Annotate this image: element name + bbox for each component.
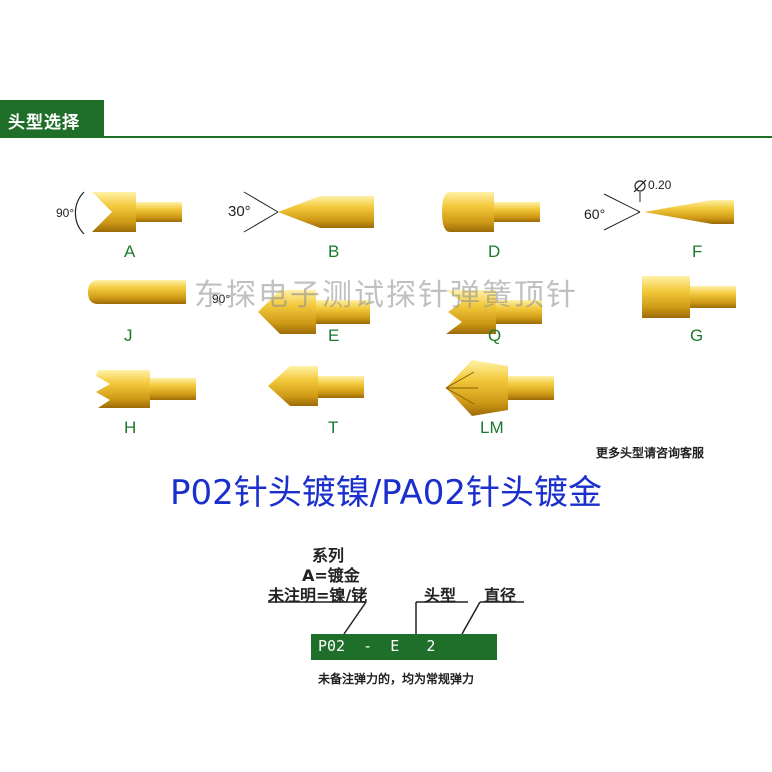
header-green-block: [0, 100, 104, 138]
gold-label: A=镀金: [302, 566, 360, 585]
tip-label-t: T: [328, 418, 339, 437]
more-tips-note: 更多头型请咨询客服: [596, 446, 705, 460]
tip-q-shape: [446, 290, 542, 334]
tip-label-e: E: [328, 326, 340, 345]
spring-note: 未备注弹力的，均为常规弹力: [318, 672, 475, 686]
tip-g-shape: [642, 276, 736, 318]
tip-label-j: J: [124, 326, 133, 345]
tip-e-shape: [258, 290, 370, 334]
tip-h-shape: [96, 370, 196, 408]
tip-label-b: B: [328, 242, 340, 261]
tip-label-d: D: [488, 242, 501, 261]
subtitle: P02针头镀镍/PA02针头镀金: [169, 473, 603, 513]
code-bar: [311, 634, 497, 660]
section-header: 头型选择: [0, 100, 772, 138]
tip-f-shape: [603, 193, 734, 231]
diagram-leaders: [268, 601, 524, 635]
header-title: 头型选择: [8, 113, 80, 133]
tip-b-shape: [243, 191, 374, 233]
tip-label-f: F: [692, 242, 703, 261]
diameter-icon: [634, 180, 646, 192]
tip-label-lm: LM: [480, 418, 504, 437]
tip-angle-b: 30°: [228, 203, 251, 220]
tip-label-q: Q: [488, 326, 502, 345]
tip-lm-shape: [445, 360, 554, 416]
tip-a-shape: [74, 191, 182, 235]
nickel-label: 未注明=镍/铑: [268, 586, 368, 605]
tip-label-h: H: [124, 418, 137, 437]
tip-angle-a: 90°: [56, 206, 75, 220]
tip-type-label: 头型: [424, 586, 457, 605]
series-label: 系列: [312, 546, 345, 565]
code-text: P02 - E 2: [318, 637, 436, 655]
watermark: 东探电子测试探针弹簧顶针: [194, 278, 578, 313]
tip-d-shape: [442, 192, 540, 232]
tip-diameter-f: 0.20: [648, 178, 672, 192]
tip-j-shape: [88, 280, 186, 304]
tip-t-shape: [268, 366, 364, 406]
tip-angle-e: 90°: [212, 292, 231, 306]
tip-label-g: G: [690, 326, 704, 345]
tip-label-a: A: [124, 242, 136, 261]
header-divider: [104, 136, 772, 138]
diameter-label: 直径: [484, 586, 517, 605]
tip-angle-f: 60°: [584, 206, 606, 222]
